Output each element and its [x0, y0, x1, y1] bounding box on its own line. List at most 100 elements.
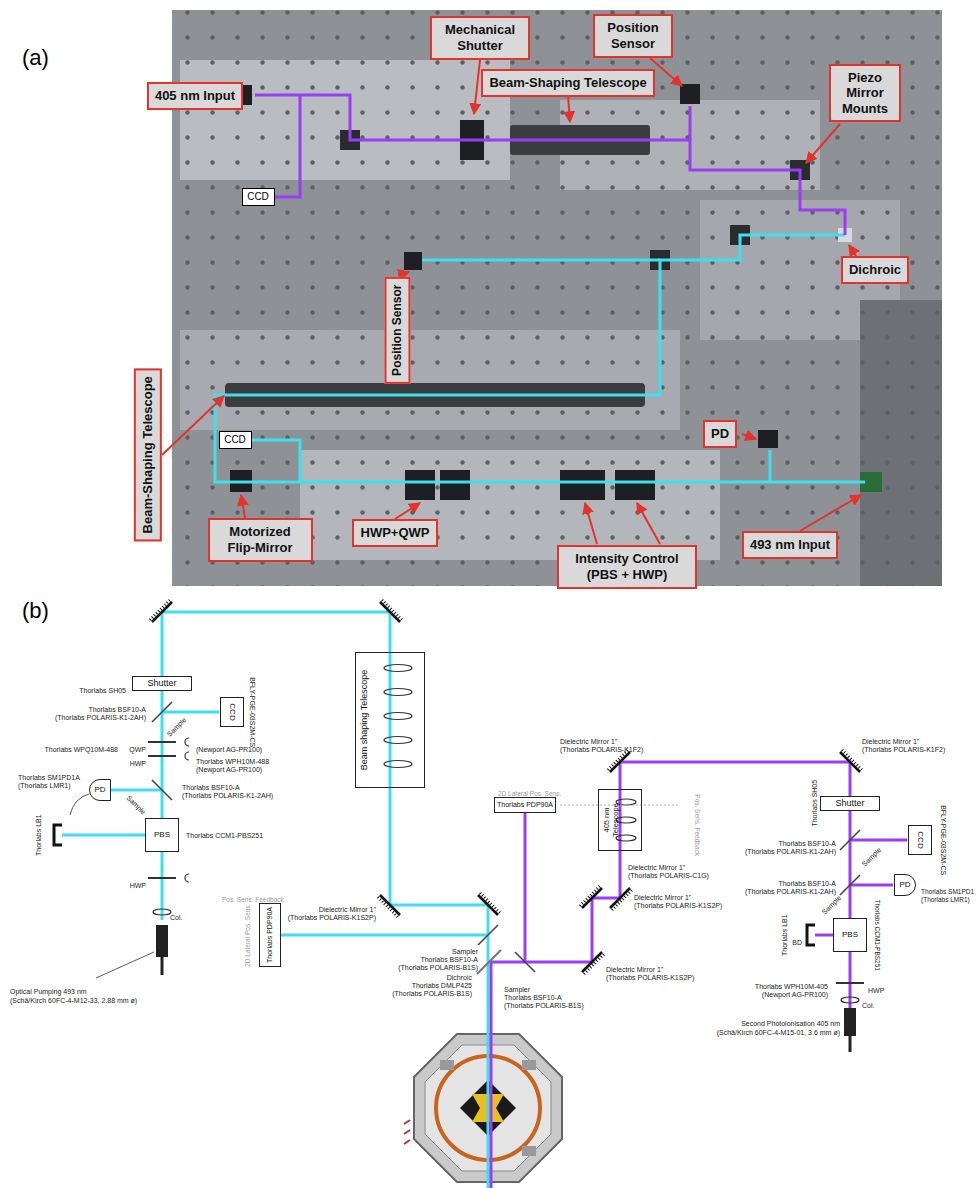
telescope-box: 405 nm Telescope: [598, 789, 642, 851]
label-holder: (Thorlabs LMR1): [18, 774, 71, 792]
label-holder: BFLY-PGE-03S2M-CS: [937, 805, 955, 875]
leader-arrow: [650, 58, 682, 86]
node-text: Beam shaping Telescope: [359, 670, 370, 770]
label-holder: (Thorlabs POLARIS-C1G): [628, 864, 709, 882]
label-holder: (Thorlabs POLARIS-K1-2AH): [745, 840, 836, 858]
laser-beam: [689, 106, 692, 140]
fiber-collimator: [96, 909, 859, 1052]
label-holder: Thorlabs CCM1-PBS251: [186, 824, 263, 842]
node-text: Motorized Flip-Mirror: [216, 524, 305, 555]
part-label: (Thorlabs LMR1): [18, 782, 71, 790]
laser-beam: [274, 95, 300, 197]
node-text: Position Sensor: [391, 284, 405, 375]
part-label: Thorlabs BSF10-A: [778, 840, 836, 848]
callout-box: Beam-Shaping Telescope: [134, 368, 162, 541]
part-label: Thorlabs BSF10-A: [504, 994, 562, 1002]
label-holder: (Thorlabs POLARIS-K1S2P): [606, 966, 694, 984]
part-label: Thorlabs SH05: [79, 687, 126, 695]
label-holder: Dielectric Mirror 1": [634, 886, 691, 904]
leader-arrow: [474, 60, 480, 114]
part-label: Thorlabs CCM1-PBS251: [186, 832, 263, 840]
leader-arrow: [849, 245, 856, 256]
node-text: Position Sensor: [601, 20, 665, 51]
telescope-box: Beam shaping Telescope: [355, 652, 425, 788]
part-label: (Thorlabs POLARIS-K1-2AH): [55, 714, 146, 722]
node-text: Shutter: [835, 798, 864, 809]
label-holder: Optical Pumping 493 nm: [10, 980, 87, 998]
laser-beam: [850, 839, 907, 842]
laser-beam: [215, 235, 865, 482]
vacuum-chamber: [404, 1130, 410, 1134]
part-label: (Thorlabs POLARIS-K1S2P): [634, 902, 722, 910]
part-label: (Thorlabs POLARIS-K1-2AH): [745, 888, 836, 896]
part-label: BFLY-PGE-03S2M-CS: [939, 805, 947, 875]
laser-beam: [162, 612, 488, 1188]
label-holder: BD: [792, 931, 802, 949]
component-box: CCD: [908, 825, 932, 855]
component-box: PBS: [145, 818, 179, 852]
label-holder: (Thorlabs POLARIS-K1-2AH): [182, 784, 273, 802]
label-holder: Pos. Sens. Feedback: [691, 794, 709, 856]
part-label: (Thorlabs POLARIS-C1G): [628, 872, 709, 880]
node-text: Mechanical Shutter: [438, 22, 522, 53]
node-text: CCD: [915, 831, 925, 848]
label-holder: 2D Lateral Pos. Sens.: [498, 782, 561, 800]
label-holder: Sample: [123, 788, 153, 818]
label-holder: (Thorlabs LMR1): [921, 888, 970, 906]
part-label: Pos. Sens. Feedback: [694, 794, 701, 856]
component-box: Thorlabs PDP90A: [494, 797, 556, 813]
beam-sampler: [840, 830, 860, 850]
node-text: HWP+QWP: [361, 525, 430, 541]
label-holder: Dichroic: [447, 966, 472, 984]
fiber-collimator: [156, 925, 168, 957]
part-label: (b): [22, 598, 49, 623]
mirror: [378, 897, 398, 917]
part-label: (Newport AG-PR100): [196, 766, 262, 774]
label-holder: Thorlabs SM1PD1A: [18, 766, 80, 784]
telescope-lens: [384, 665, 412, 672]
part-label: Thorlabs BSF10-A: [778, 880, 836, 888]
mirror: [380, 895, 400, 915]
leader-arrow: [162, 396, 224, 455]
component-box: CCD: [220, 697, 244, 727]
part-label: Dielectric Mirror 1": [862, 738, 919, 746]
label-holder: (Thorlabs POLARIS-B1S): [504, 994, 584, 1012]
photo-panel: [615, 470, 655, 500]
telescope-lens: [384, 737, 412, 744]
vacuum-chamber: [404, 1034, 562, 1182]
beam-sampler: [477, 950, 501, 974]
label-holder: HWP: [130, 874, 146, 892]
node-text: 405 nm Input: [155, 88, 235, 104]
node-text: Dichroic: [849, 262, 901, 278]
mirror: [150, 600, 862, 974]
cable: [560, 805, 680, 806]
label-holder: (Newport AG-PR100): [762, 983, 828, 1001]
part-label: Dielectric Mirror 1": [319, 906, 376, 914]
label-holder: (Thorlabs POLARIS-B1S): [392, 982, 472, 1000]
node-text: PBS: [154, 830, 170, 840]
photodiode-symbol: PD: [89, 779, 111, 801]
label-holder: Thorlabs LB1: [27, 814, 45, 856]
label-holder: Thorlabs DMLP425: [412, 974, 472, 992]
cable: [70, 794, 89, 815]
label-holder: Thorlabs BSF10-A: [778, 872, 836, 890]
part-label: (Thorlabs POLARIS-K1S2P): [288, 914, 376, 922]
component-box: Thorlabs PDP90A: [259, 903, 281, 967]
node-text: PD: [899, 880, 910, 890]
label-holder: Thorlabs SH05: [803, 780, 821, 827]
waveplate: [836, 982, 864, 984]
camera-box: CCD: [242, 188, 275, 206]
node-text: CCD: [224, 434, 246, 446]
part-label: Col.: [862, 1002, 874, 1010]
part-label: Thorlabs BSF10-A: [88, 706, 146, 714]
beam-sampler: [152, 702, 172, 722]
mirror: [584, 954, 604, 974]
photo-panel: [758, 430, 778, 448]
part-label: (Thorlabs POLARIS-K1S2P): [606, 974, 694, 982]
beam-sampler: [152, 702, 860, 974]
label-holder: 2D Lateral Pos. Sens.: [237, 903, 255, 966]
label-holder: (Newport AG-PR100): [196, 758, 262, 776]
mirror: [480, 893, 500, 913]
label-holder: Dielectric Mirror 1": [560, 730, 617, 748]
beam-dump: [54, 825, 62, 845]
